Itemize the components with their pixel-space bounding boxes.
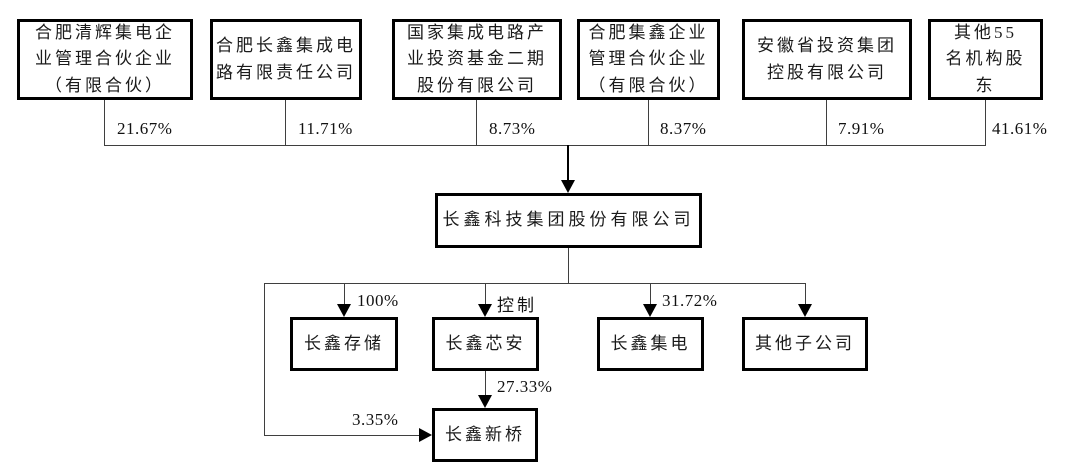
drop-xinqiao xyxy=(485,371,486,396)
subsidiary-name: 其他子公司 xyxy=(755,333,855,353)
elbow-horizontal-parent-to-xinqiao xyxy=(264,435,419,436)
shareholder-box-national-ic-fund: 国家集成电路产业投资基金二期股份有限公司 xyxy=(392,19,562,100)
edge-label-cunchu: 100% xyxy=(357,291,399,310)
arrow-down-other-subs xyxy=(798,304,812,317)
subsidiary-bus-line xyxy=(264,283,806,284)
shareholder-name: 合肥长鑫集成电路有限责任公司 xyxy=(216,36,356,82)
second-tier-box-xinqiao: 长鑫新桥 xyxy=(432,408,538,462)
subsidiary-name: 长鑫存储 xyxy=(304,333,384,353)
percent-label-qinghui: 21.67% xyxy=(117,119,173,138)
second-tier-name: 长鑫新桥 xyxy=(445,424,525,444)
arrow-down-xinqiao xyxy=(478,395,492,408)
parent-company-box: 长鑫科技集团股份有限公司 xyxy=(435,193,702,248)
connector-drop-1 xyxy=(104,100,105,145)
shareholder-box-qinghui: 合肥清辉集电企业管理合伙企业（有限合伙） xyxy=(17,19,193,100)
drop-xinan xyxy=(485,283,486,307)
percent-label-jixin: 8.37% xyxy=(660,119,707,138)
shareholder-box-hefei-changxin-ic: 合肥长鑫集成电路有限责任公司 xyxy=(210,19,362,100)
parent-arrow-stem xyxy=(567,145,569,181)
parent-bottom-stem xyxy=(568,248,569,283)
elbow-vertical-parent-to-xinqiao xyxy=(264,283,265,435)
arrow-down-jidian xyxy=(643,304,657,317)
shareholder-name: 合肥清辉集电企业管理合伙企业（有限合伙） xyxy=(35,22,175,95)
drop-other-subs xyxy=(805,283,806,307)
subsidiary-name: 长鑫芯安 xyxy=(445,333,526,353)
shareholder-box-anhui-investment: 安徽省投资集团控股有限公司 xyxy=(742,19,912,100)
subsidiary-box-jidian: 长鑫集电 xyxy=(597,317,704,371)
shareholder-name: 合肥集鑫企业管理合伙企业（有限合伙） xyxy=(588,22,709,95)
percent-label-anhui-investment: 7.91% xyxy=(838,119,885,138)
edge-label-xinqiao-from-xinan: 27.33% xyxy=(497,377,553,396)
shareholder-name: 安徽省投资集团控股有限公司 xyxy=(757,36,897,82)
shareholder-box-other-institutions: 其他55名机构股东 xyxy=(928,19,1043,100)
parent-company-name: 长鑫科技集团股份有限公司 xyxy=(442,210,695,230)
shareholder-name: 国家集成电路产业投资基金二期股份有限公司 xyxy=(407,22,547,95)
connector-drop-6 xyxy=(985,100,986,145)
percent-label-other-institutions: 41.61% xyxy=(992,119,1048,138)
edge-label-xinan-control: 控制 xyxy=(497,296,537,315)
subsidiary-name: 长鑫集电 xyxy=(610,333,691,353)
arrow-down-cunchu xyxy=(337,304,351,317)
subsidiary-box-other-subs: 其他子公司 xyxy=(742,317,868,371)
drop-jidian xyxy=(650,283,651,307)
edge-label-jidian: 31.72% xyxy=(662,291,718,310)
shareholder-box-jixin: 合肥集鑫企业管理合伙企业（有限合伙） xyxy=(577,19,720,100)
percent-label-hefei-changxin-ic: 11.71% xyxy=(298,119,353,138)
subsidiary-box-xinan: 长鑫芯安 xyxy=(432,317,539,371)
connector-drop-5 xyxy=(826,100,827,145)
arrow-down-into-parent xyxy=(561,180,575,193)
arrow-right-into-xinqiao xyxy=(419,428,432,442)
connector-drop-2 xyxy=(285,100,286,145)
percent-label-national-ic-fund: 8.73% xyxy=(489,119,536,138)
subsidiary-box-cunchu: 长鑫存储 xyxy=(290,317,398,371)
drop-cunchu xyxy=(344,283,345,307)
connector-drop-4 xyxy=(648,100,649,145)
connector-drop-3 xyxy=(476,100,477,145)
shareholder-bus-line xyxy=(104,145,986,146)
edge-label-xinqiao-from-parent: 3.35% xyxy=(352,410,399,429)
arrow-down-xinan xyxy=(478,304,492,317)
shareholder-name: 其他55名机构股东 xyxy=(945,22,1026,95)
